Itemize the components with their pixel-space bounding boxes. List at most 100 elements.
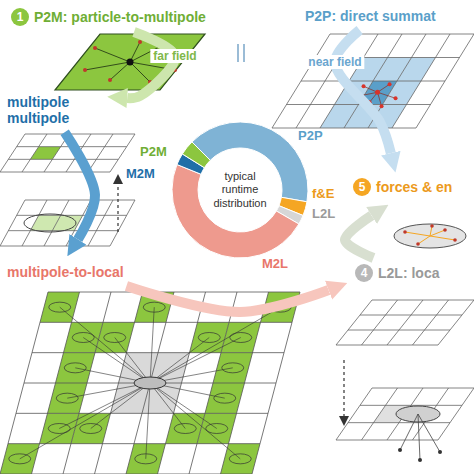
leader-line — [150, 338, 241, 384]
particle-dot — [362, 84, 366, 88]
grid-line — [360, 405, 462, 406]
leader-line — [115, 338, 150, 384]
particle-dot — [394, 96, 398, 100]
particle-dot — [93, 46, 97, 50]
grid-line — [348, 330, 450, 331]
node-text: typical runtime distribution — [206, 170, 274, 210]
leader-line — [150, 383, 217, 429]
runtime-donut — [172, 122, 308, 258]
dotted-arrow — [343, 360, 344, 420]
multipole-cell — [55, 34, 205, 90]
dotted-arrow — [117, 180, 118, 232]
segment-label: f&E — [312, 186, 334, 201]
grid-line — [44, 200, 69, 246]
stage-title: 5 forces & en — [350, 176, 455, 198]
grid-line — [438, 388, 474, 440]
particle-dot — [375, 90, 380, 95]
node-text: P2M: particle-to-multipole — [34, 9, 206, 25]
separator-mark — [237, 44, 239, 62]
particle-dot — [83, 68, 87, 72]
leader-line — [430, 230, 445, 236]
leader-line — [400, 414, 418, 450]
leader-line — [150, 383, 185, 429]
segment-label: P2P — [298, 128, 323, 143]
leader-line — [405, 232, 430, 236]
stage-title: P2P: direct summat — [302, 6, 439, 26]
stage-title: 1 P2M: particle-to-multipole — [8, 6, 209, 28]
grid-line — [438, 300, 474, 345]
leader-line — [85, 62, 130, 70]
flow-arrow — [345, 216, 374, 258]
grid-line — [301, 81, 445, 82]
grid-cell — [48, 383, 88, 413]
leader-line — [150, 338, 209, 384]
m2l-illustration — [0, 292, 300, 474]
leader-line — [418, 414, 440, 452]
leader-line — [418, 236, 430, 244]
grid-line — [22, 200, 47, 246]
node-text: multipole-to-local — [7, 264, 124, 280]
particle-dot — [453, 238, 457, 242]
grid-cell — [205, 383, 245, 413]
grid-line — [32, 352, 284, 353]
particle-dot — [403, 230, 407, 234]
step-number: 5 — [353, 178, 371, 196]
donut-center: typical runtime distribution — [200, 150, 280, 230]
grid-line — [348, 422, 450, 423]
leader-line — [95, 48, 130, 62]
local-ellipse — [134, 377, 166, 389]
cell-ellipse — [394, 224, 466, 248]
flow-arrow — [335, 30, 391, 153]
l2l-illustration — [336, 300, 474, 462]
grid-line — [360, 315, 462, 316]
arrow-head — [113, 174, 123, 184]
grid-line — [16, 413, 268, 414]
grid-cell — [383, 81, 422, 105]
particle-dot — [438, 450, 442, 454]
multipole-ellipse — [24, 214, 76, 232]
leader-line — [150, 307, 280, 383]
grid-line — [336, 345, 438, 346]
particle-dot — [138, 40, 142, 44]
grid-cell — [56, 353, 96, 383]
grid-line — [22, 134, 47, 172]
arrow-head — [339, 416, 349, 426]
particle-dot — [380, 104, 384, 108]
grid-line — [25, 134, 135, 135]
m2m-illustration — [0, 134, 135, 246]
grid-line — [372, 300, 474, 301]
particle-dot — [398, 448, 402, 452]
stage-title: multipole multipole — [4, 92, 104, 128]
p2m-illustration — [55, 34, 205, 90]
donut-segment — [172, 165, 299, 258]
step-number: 1 — [11, 8, 29, 26]
grid-line — [372, 388, 474, 389]
grid-line — [88, 134, 113, 172]
grid-cell — [397, 58, 436, 82]
grid-line — [287, 104, 431, 105]
node-text: forces & en — [376, 179, 452, 195]
node-text: P2P: direct summat — [305, 8, 436, 24]
particle-dot — [418, 458, 422, 462]
separator-mark — [243, 44, 245, 62]
grid-line — [8, 159, 118, 160]
leader-line — [146, 383, 150, 459]
leader-line — [378, 92, 396, 98]
grid-line — [110, 200, 135, 246]
forces-illustration — [394, 224, 466, 248]
leader-line — [418, 414, 420, 460]
segment-label: P2M — [140, 144, 167, 159]
segment-label: M2M — [126, 166, 155, 181]
step-number: 4 — [355, 264, 373, 282]
stage-title: 4 L2L: loca — [352, 262, 442, 284]
node-text: L2L: loca — [378, 265, 439, 281]
particle-dot — [416, 242, 420, 246]
leader-line — [60, 307, 150, 383]
grid-line — [0, 172, 110, 173]
particle-dot — [127, 59, 134, 66]
donut-segment — [182, 142, 210, 168]
particle-dot — [443, 228, 447, 232]
leader-line — [130, 62, 150, 82]
